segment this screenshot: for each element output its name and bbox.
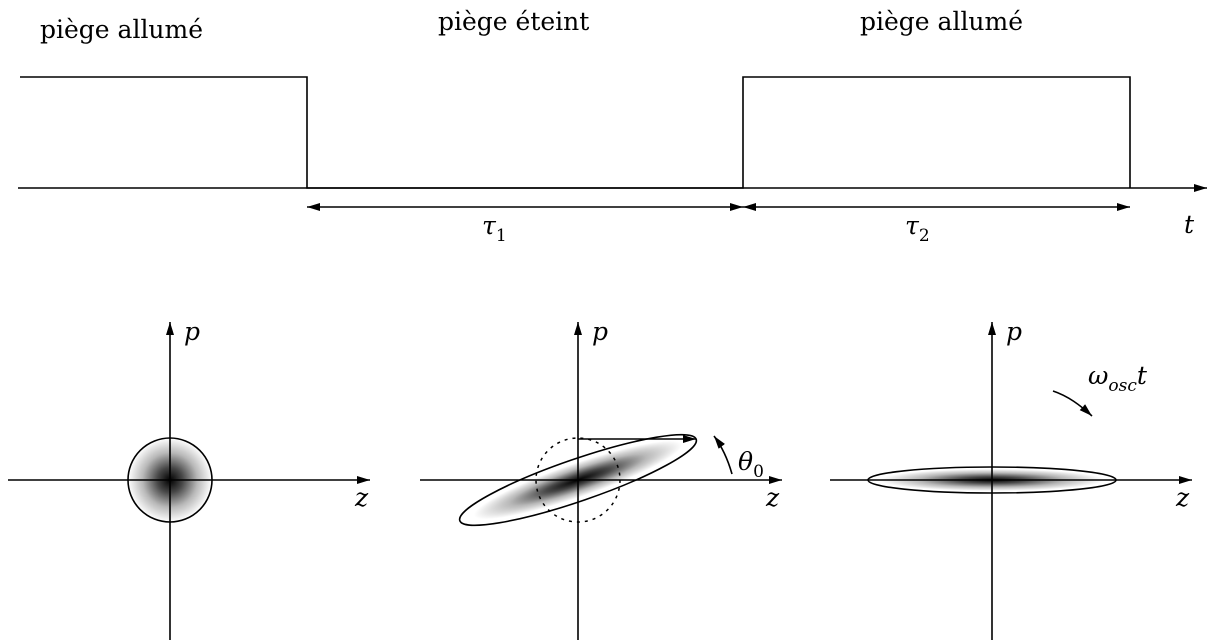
p-axis-label-1: p — [184, 317, 200, 346]
rotation-label: ωosct — [1088, 361, 1148, 396]
time-axis-label: t — [1184, 210, 1195, 239]
z-axis-label-1: z — [354, 483, 369, 512]
phase-space-panel-3: ωosct p z — [830, 317, 1192, 640]
phase-space-panel-2: θ0 p z — [420, 317, 782, 640]
interval-tau2-label: τ2 — [905, 211, 930, 246]
p-axis-label-3: p — [1006, 317, 1022, 346]
phase-label-trap-off: piège éteint — [438, 7, 589, 36]
interval-tau1-label: τ1 — [482, 211, 507, 246]
timeline: piège allumé piège éteint piège allumé t… — [18, 7, 1207, 246]
phase-label-trap-on-2: piège allumé — [860, 7, 1023, 36]
angle-theta0-arc — [714, 436, 732, 474]
z-axis-label-3: z — [1175, 483, 1190, 512]
z-axis-label-2: z — [765, 483, 780, 512]
p-axis-label-2: p — [592, 317, 608, 346]
angle-theta0-label: θ0 — [738, 447, 764, 482]
phase-space-panel-1: p z — [8, 317, 370, 640]
phase-label-trap-on-1: piège allumé — [40, 15, 203, 44]
trap-pulse-signal — [20, 77, 1130, 188]
rotation-arrow — [1053, 391, 1092, 416]
